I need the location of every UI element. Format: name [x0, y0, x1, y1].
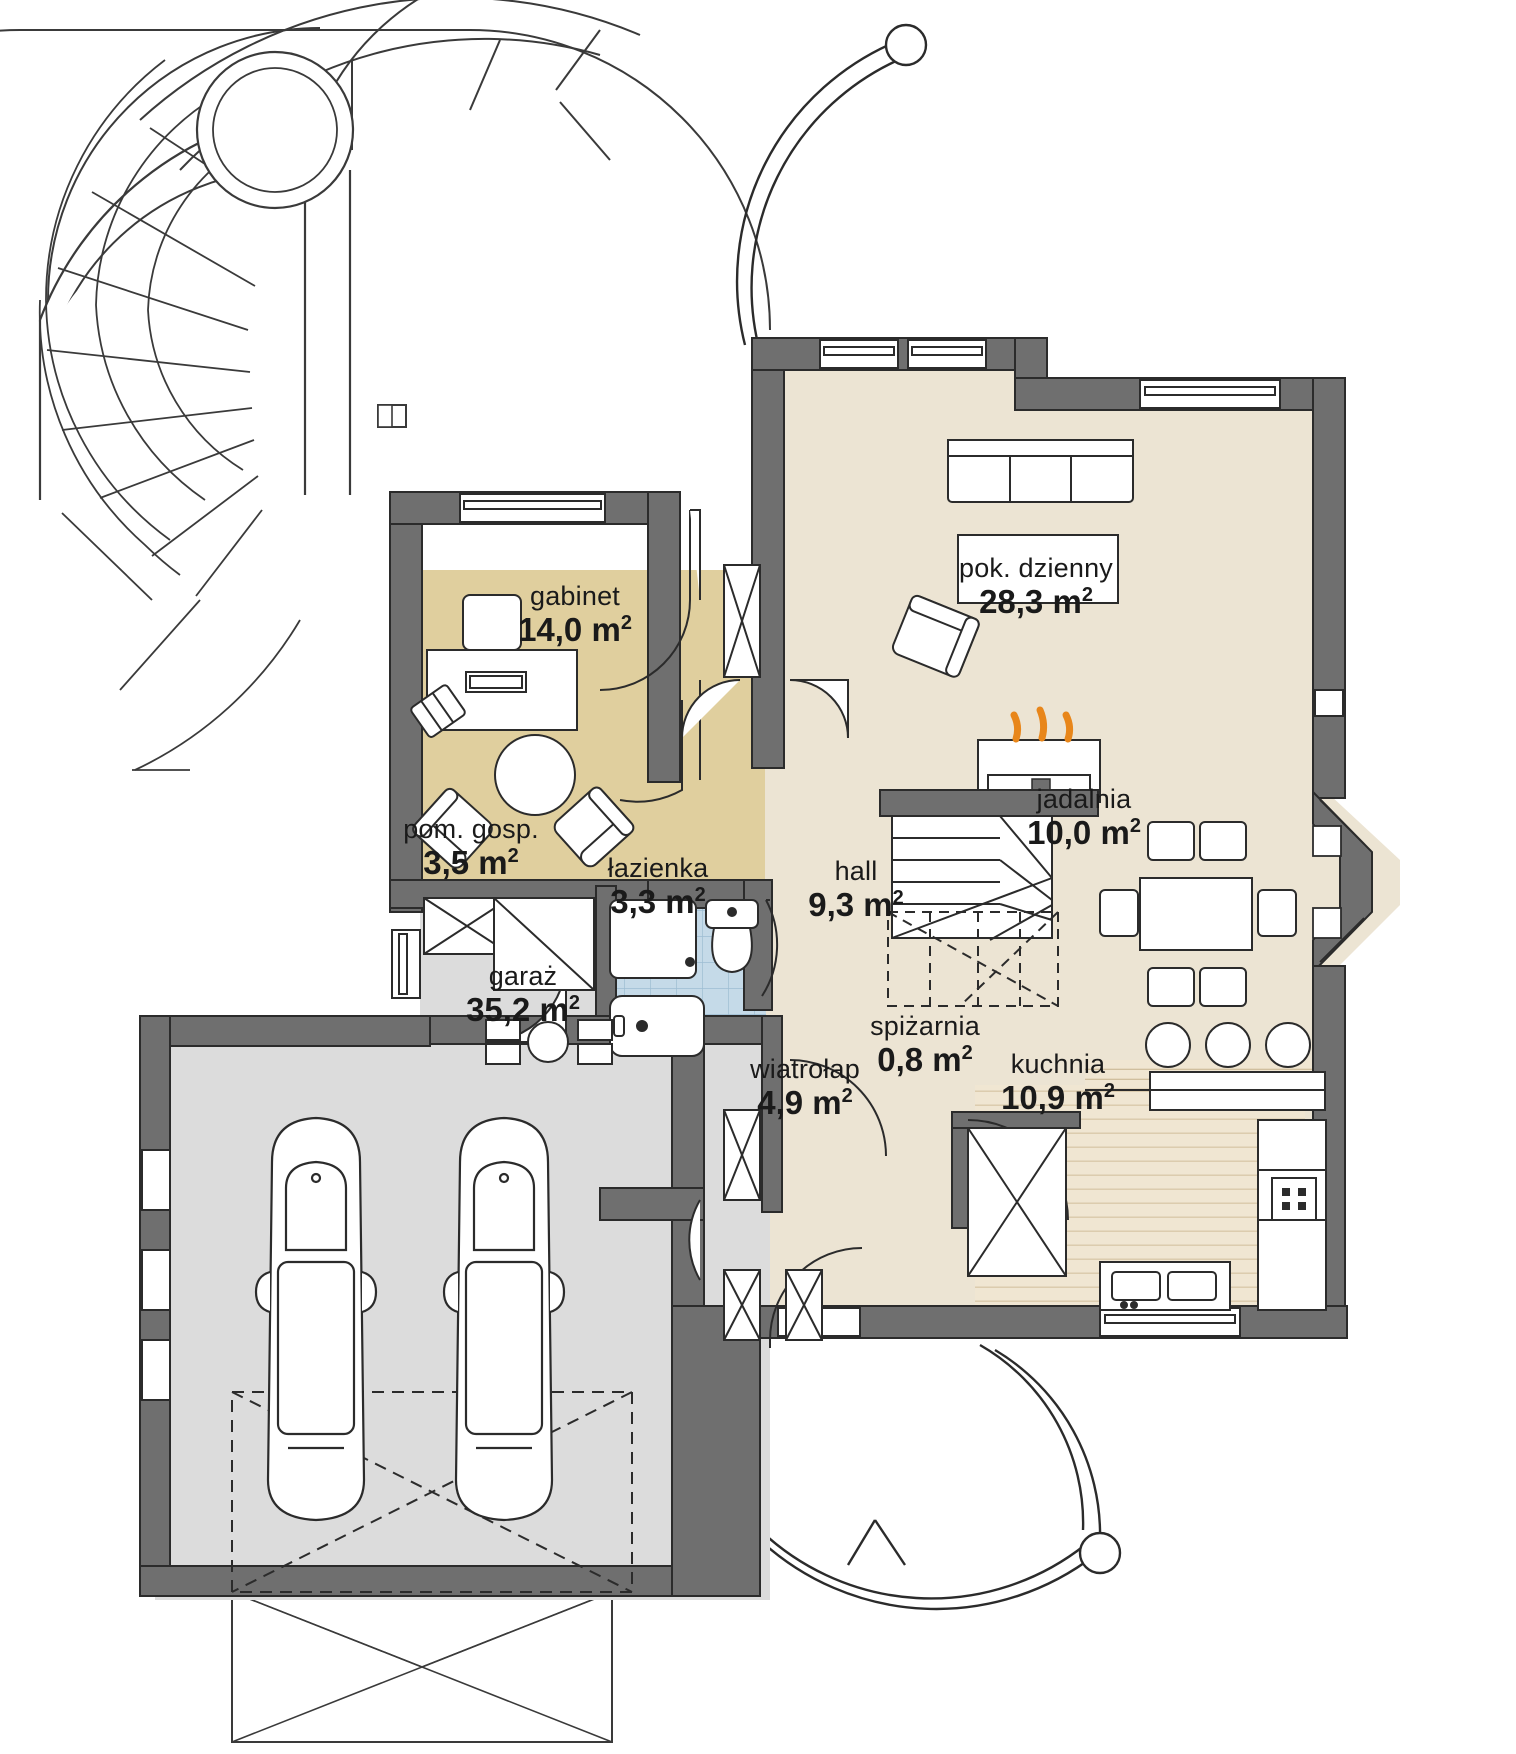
furniture-living — [891, 439, 1134, 678]
car-left — [254, 1116, 378, 1522]
walls — [139, 337, 1373, 1597]
garden-edge — [38, 299, 301, 771]
bay-seats — [1145, 1022, 1311, 1068]
gate-arm-top — [735, 23, 928, 353]
garage-door-track — [231, 1391, 633, 1593]
gate-arm-bottom — [754, 1343, 1122, 1611]
garage-apron — [231, 1591, 613, 1743]
flame-icon — [1010, 706, 1074, 743]
furniture-utility — [493, 897, 595, 991]
stairs-projection — [887, 911, 1059, 1007]
drive-marker — [377, 404, 407, 428]
furniture-bath — [485, 899, 759, 1065]
car-right — [442, 1116, 566, 1522]
windows — [141, 339, 1365, 1401]
furniture-dining — [1099, 821, 1297, 1007]
furniture-study — [410, 594, 635, 869]
fireplace — [879, 706, 1101, 817]
stairs — [891, 815, 1053, 941]
pantry-symbol — [967, 1127, 1067, 1277]
planter-circle — [195, 50, 355, 210]
